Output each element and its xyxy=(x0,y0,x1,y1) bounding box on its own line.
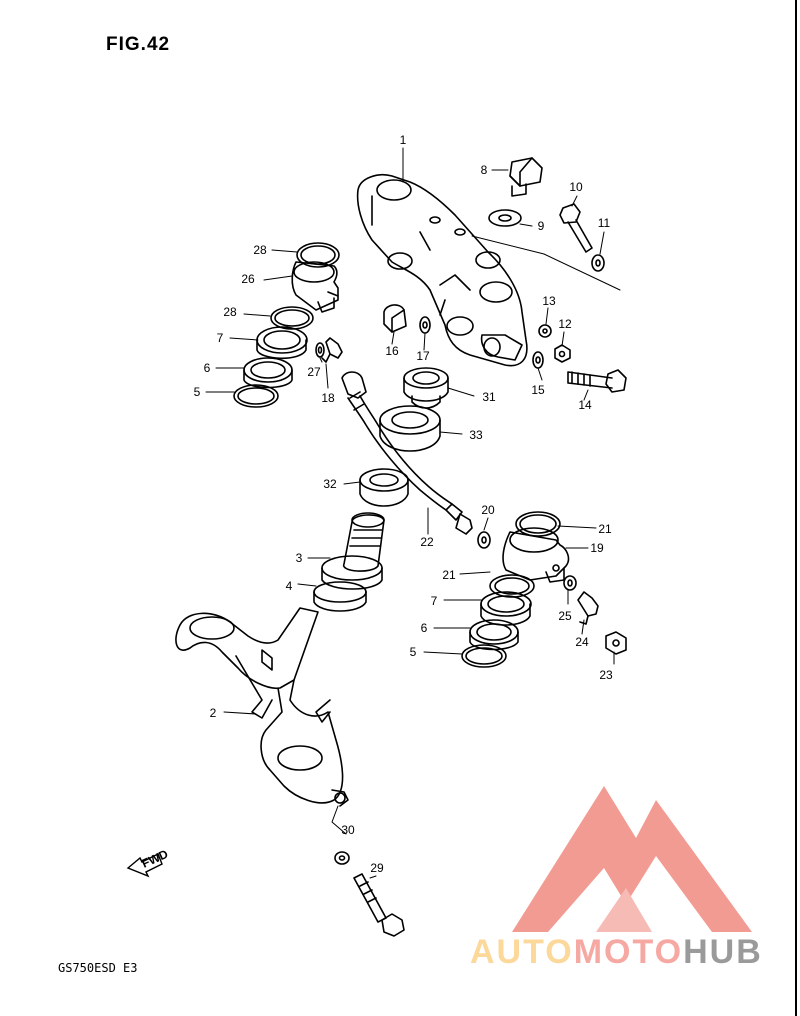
clamp-part-26 xyxy=(291,261,339,313)
washer-part-13 xyxy=(538,324,552,338)
washer-part-25 xyxy=(563,575,577,591)
nut-part-23 xyxy=(605,631,627,655)
callout-9: 9 xyxy=(538,219,545,233)
callout-6: 6 xyxy=(421,621,428,635)
leader-lines xyxy=(205,147,621,879)
bearing-part-7-right xyxy=(480,591,532,626)
callout-29: 29 xyxy=(370,861,384,875)
seal-ring-part-21-upper xyxy=(515,511,561,537)
callout-11: 11 xyxy=(598,216,611,230)
watermark-segment-auto: AUTO xyxy=(470,933,574,971)
nut-part-12 xyxy=(554,344,571,363)
cap-nut-part-16 xyxy=(383,304,407,333)
bearing-part-31 xyxy=(403,367,449,409)
brake-hose-part-22 xyxy=(341,371,473,535)
callout-28: 28 xyxy=(223,305,237,319)
scan-edge-line xyxy=(795,0,797,1016)
callout-15: 15 xyxy=(531,383,545,397)
model-code: GS750ESD E3 xyxy=(58,961,138,975)
callout-14: 14 xyxy=(578,398,592,412)
callout-21: 21 xyxy=(442,568,456,582)
callout-33: 33 xyxy=(469,428,483,442)
seal-part-5-left xyxy=(233,384,279,408)
callout-26: 26 xyxy=(241,272,255,286)
callout-3: 3 xyxy=(296,551,303,565)
callout-7: 7 xyxy=(431,594,438,608)
automotohub-logo-icon xyxy=(512,786,752,932)
callout-22: 22 xyxy=(420,535,434,549)
callout-23: 23 xyxy=(599,668,613,682)
stem-part-3 xyxy=(321,512,385,590)
seal-part-5-right xyxy=(461,644,507,668)
callout-28: 28 xyxy=(253,243,267,257)
washer-part-17 xyxy=(419,316,431,334)
race-part-6-left xyxy=(243,357,293,389)
callout-7: 7 xyxy=(217,331,224,345)
watermark-segment-hub: HUB xyxy=(683,933,763,971)
seal-ring-part-28-lower xyxy=(270,306,314,330)
lower-bracket-part-2 xyxy=(175,607,349,807)
callout-25: 25 xyxy=(558,609,572,623)
callout-12: 12 xyxy=(558,317,572,331)
callout-31: 31 xyxy=(482,390,496,404)
callout-5: 5 xyxy=(410,645,417,659)
bolt-part-10 xyxy=(559,203,593,253)
callout-8: 8 xyxy=(481,163,488,177)
fwd-arrow-icon: FWD xyxy=(126,847,170,878)
bolt-part-8 xyxy=(509,157,543,197)
callout-16: 16 xyxy=(385,344,399,358)
callout-30: 30 xyxy=(341,823,355,837)
callout-1: 1 xyxy=(400,133,407,147)
washer-part-27 xyxy=(315,342,325,358)
callout-18: 18 xyxy=(321,391,335,405)
callout-19: 19 xyxy=(590,541,604,555)
upper-bracket-part-1 xyxy=(356,174,528,367)
bolt-part-14 xyxy=(567,369,627,393)
callout-24: 24 xyxy=(575,635,589,649)
clamp-part-19 xyxy=(502,527,570,583)
callout-13: 13 xyxy=(542,294,556,308)
watermark-text: AUTOMOTOHUB xyxy=(470,935,763,969)
seal-part-4 xyxy=(313,581,367,612)
callout-32: 32 xyxy=(323,477,337,491)
washer-part-11 xyxy=(591,254,605,272)
union-bolt-part-24 xyxy=(577,591,599,625)
callout-5: 5 xyxy=(194,385,201,399)
bearing-part-7-left xyxy=(256,326,308,360)
seal-ring-part-21-lower xyxy=(489,574,535,598)
callout-4: 4 xyxy=(286,579,293,593)
washer-part-9 xyxy=(488,209,522,227)
bolt-part-29 xyxy=(353,873,405,937)
callout-20: 20 xyxy=(481,503,495,517)
washer-part-15 xyxy=(532,351,544,369)
watermark-segment-moto: MOTO xyxy=(573,933,684,971)
callout-27: 27 xyxy=(307,365,321,379)
race-part-33 xyxy=(379,405,441,452)
figure-title: FIG.42 xyxy=(106,34,171,55)
washer-part-20 xyxy=(477,531,491,549)
washer-part-30 xyxy=(334,851,350,865)
callout-6: 6 xyxy=(204,361,211,375)
callout-17: 17 xyxy=(416,349,430,363)
callout-2: 2 xyxy=(210,706,217,720)
callout-21: 21 xyxy=(598,522,612,536)
callout-10: 10 xyxy=(569,180,583,194)
race-part-32 xyxy=(359,468,409,507)
union-fitting-part-18 xyxy=(321,337,343,363)
